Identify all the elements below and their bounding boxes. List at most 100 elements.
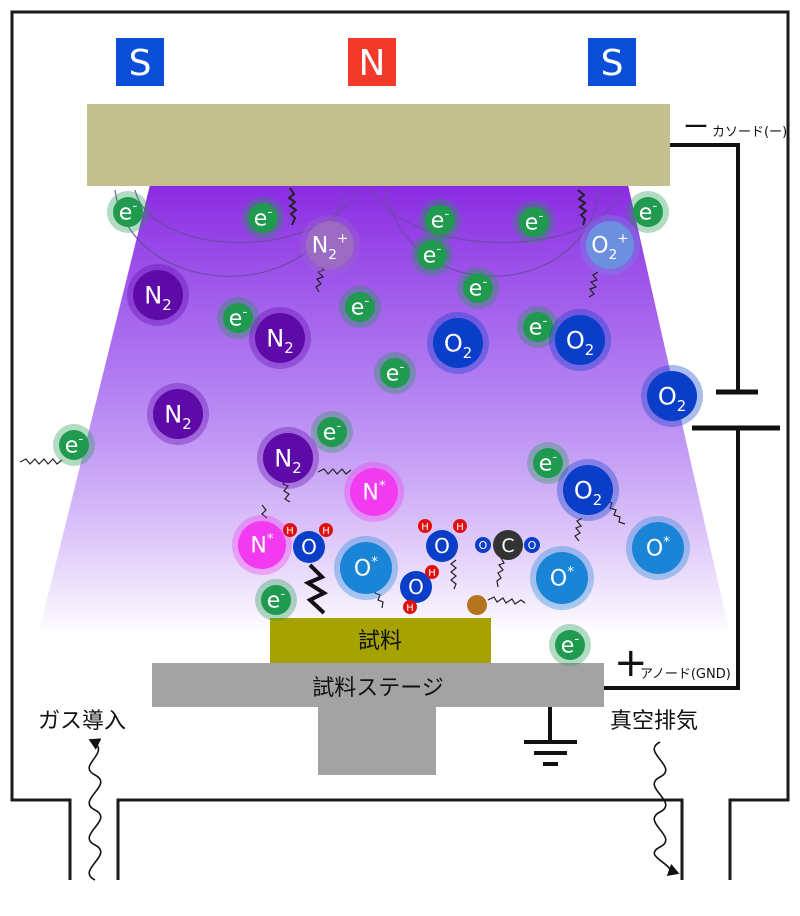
electron: e-	[627, 191, 669, 233]
svg-text:e-: e-	[529, 313, 548, 341]
cathode-wire	[670, 143, 740, 392]
electron: e-	[513, 201, 555, 243]
n-radical: N*	[232, 515, 292, 575]
gas-inlet-arrow	[88, 738, 102, 881]
electron: e-	[374, 352, 416, 394]
svg-text:e-: e-	[119, 198, 138, 226]
svg-text:H: H	[421, 522, 429, 533]
svg-text:N2: N2	[144, 281, 171, 314]
vacuum-exhaust-label: 真空排気	[610, 709, 698, 734]
svg-text:N2: N2	[274, 444, 301, 477]
magnet-s-left: S	[116, 38, 164, 86]
cathode-label: カソード(ー)	[712, 125, 787, 140]
svg-text:H: H	[428, 568, 436, 579]
electron: e-	[217, 297, 259, 339]
plasma-region	[38, 185, 730, 635]
svg-text:e-: e-	[65, 431, 84, 459]
electron: e-	[419, 199, 461, 241]
svg-text:O2: O2	[566, 326, 594, 359]
svg-text:e-: e-	[351, 293, 370, 321]
n-radical: N*	[344, 462, 404, 522]
svg-text:e-: e-	[386, 359, 405, 387]
svg-text:O2: O2	[444, 329, 472, 362]
sample-stage-post	[318, 706, 436, 775]
electron: e-	[527, 442, 569, 484]
electron: e-	[517, 306, 559, 348]
svg-text:S: S	[601, 43, 624, 84]
particles-layer: e-e-e-e-e-e-e-e-e-e-e-e-e-e-e-e-N2N2N2N2…	[53, 191, 703, 666]
svg-text:e-: e-	[639, 198, 658, 226]
svg-text:N2: N2	[164, 400, 191, 433]
svg-text:e-: e-	[267, 586, 286, 614]
svg-text:O2: O2	[574, 476, 602, 509]
svg-text:O*: O*	[550, 564, 574, 592]
svg-text:e-: e-	[423, 241, 442, 269]
electron: e-	[53, 424, 95, 466]
svg-text:N*: N*	[250, 531, 273, 559]
electron: e-	[549, 624, 591, 666]
svg-text:e-: e-	[561, 631, 580, 659]
o2-molecule: O2	[557, 459, 619, 521]
o-radical: O*	[334, 536, 398, 600]
o2-ion: O2+	[580, 215, 640, 275]
interaction-squiggles	[19, 187, 626, 609]
svg-text:e-: e-	[254, 204, 273, 232]
svg-text:O: O	[301, 535, 317, 559]
anode-plus-sign: +	[614, 640, 648, 686]
magnet-n-center: N	[348, 38, 396, 86]
sample-stage-label: 試料ステージ	[312, 676, 444, 701]
magnetic-field-lines	[114, 189, 621, 277]
n2-molecule: N2	[249, 307, 311, 369]
gas-inlet-label: ガス導入	[38, 709, 126, 734]
anode-wire	[603, 428, 740, 690]
o-radical: O*	[626, 516, 690, 580]
o2-molecule: O2	[641, 365, 703, 427]
svg-text:O: O	[528, 539, 537, 552]
svg-text:O2+: O2+	[591, 230, 628, 262]
svg-text:e-: e-	[539, 449, 558, 477]
electron: e-	[242, 197, 284, 239]
anode-label: アノード(GND)	[640, 667, 731, 682]
svg-text:H: H	[456, 522, 464, 533]
electron: e-	[457, 267, 499, 309]
water-molecule: OH H	[400, 565, 439, 614]
electron: e-	[411, 234, 453, 276]
svg-text:O: O	[408, 575, 424, 599]
ground-symbol	[524, 707, 577, 766]
electron: e-	[311, 411, 353, 453]
n2-molecule: N2	[147, 383, 209, 445]
vacuum-chamber-inner-wall	[116, 798, 684, 880]
svg-text:O2: O2	[658, 382, 686, 415]
svg-text:O*: O*	[646, 534, 670, 562]
o2-molecule: O2	[427, 312, 489, 374]
vacuum-chamber-wall	[10, 10, 790, 880]
n2-ion: N2+	[300, 215, 360, 275]
sample	[270, 618, 491, 663]
n2-molecule: N2	[127, 264, 189, 326]
svg-text:O: O	[434, 534, 450, 558]
o-radical: O*	[530, 546, 594, 610]
n2-molecule: N2	[257, 427, 319, 489]
o2-molecule: O2	[549, 309, 611, 371]
svg-text:e-: e-	[431, 206, 450, 234]
svg-text:e-: e-	[323, 418, 342, 446]
svg-text:e-: e-	[525, 208, 544, 236]
svg-text:H: H	[322, 526, 330, 537]
svg-text:H: H	[406, 603, 414, 614]
svg-text:N*: N*	[362, 478, 385, 506]
electron: e-	[339, 286, 381, 328]
svg-text:S: S	[129, 43, 152, 84]
surface-contaminant	[467, 595, 487, 615]
cathode-plate	[87, 104, 670, 186]
magnet-s-right: S	[588, 38, 636, 86]
electron: e-	[107, 191, 149, 233]
bond-breaking-line	[303, 563, 329, 615]
svg-text:O: O	[479, 539, 488, 552]
svg-text:N2+: N2+	[312, 230, 349, 262]
water-molecule: OH H	[418, 519, 467, 562]
electron: e-	[255, 579, 297, 621]
